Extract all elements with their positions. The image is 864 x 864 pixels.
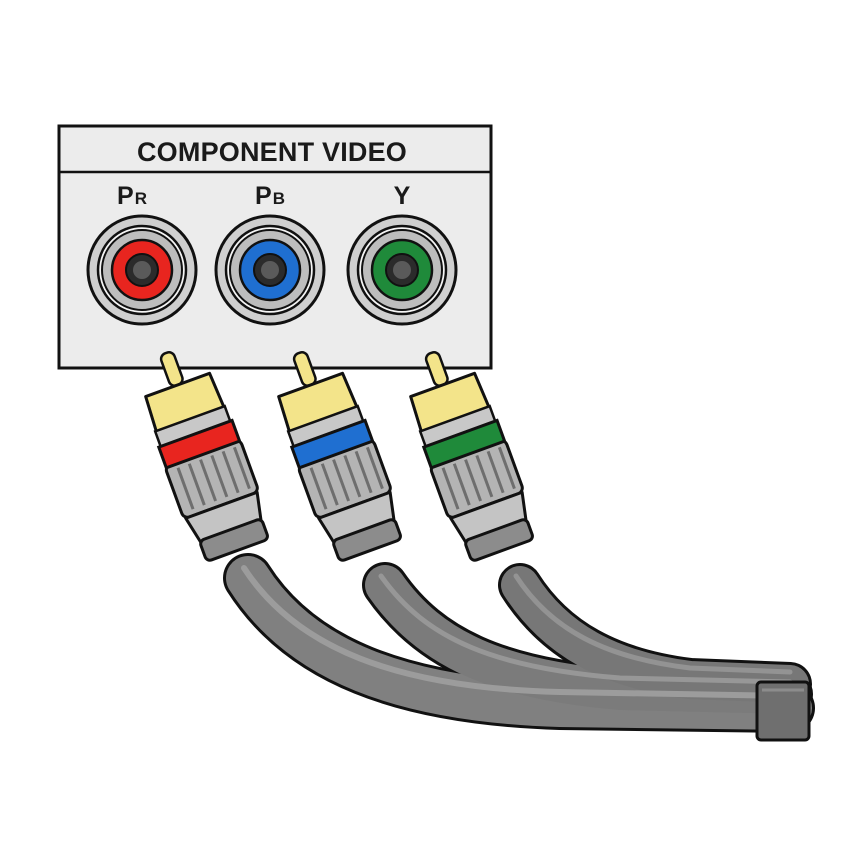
rca-plug-red[interactable] <box>126 337 277 566</box>
rca-plug-blue-band <box>289 418 375 470</box>
rca-plug-green[interactable] <box>391 337 542 566</box>
cable-collar <box>755 680 811 742</box>
rca-plug-red-band <box>156 418 242 470</box>
jack-y-label: Y <box>394 182 411 210</box>
panel-title: COMPONENT VIDEO <box>137 137 407 167</box>
jack-pb[interactable]: PB <box>214 182 326 326</box>
rca-plug-green-band <box>421 418 507 470</box>
jack-pr-label: PR <box>117 182 147 210</box>
cable-bundle <box>223 553 815 733</box>
jack-y[interactable]: Y <box>346 182 458 326</box>
rca-plug-blue[interactable] <box>259 337 410 566</box>
jack-pb-label: PB <box>255 182 285 210</box>
jack-pr[interactable]: PR <box>86 182 198 326</box>
